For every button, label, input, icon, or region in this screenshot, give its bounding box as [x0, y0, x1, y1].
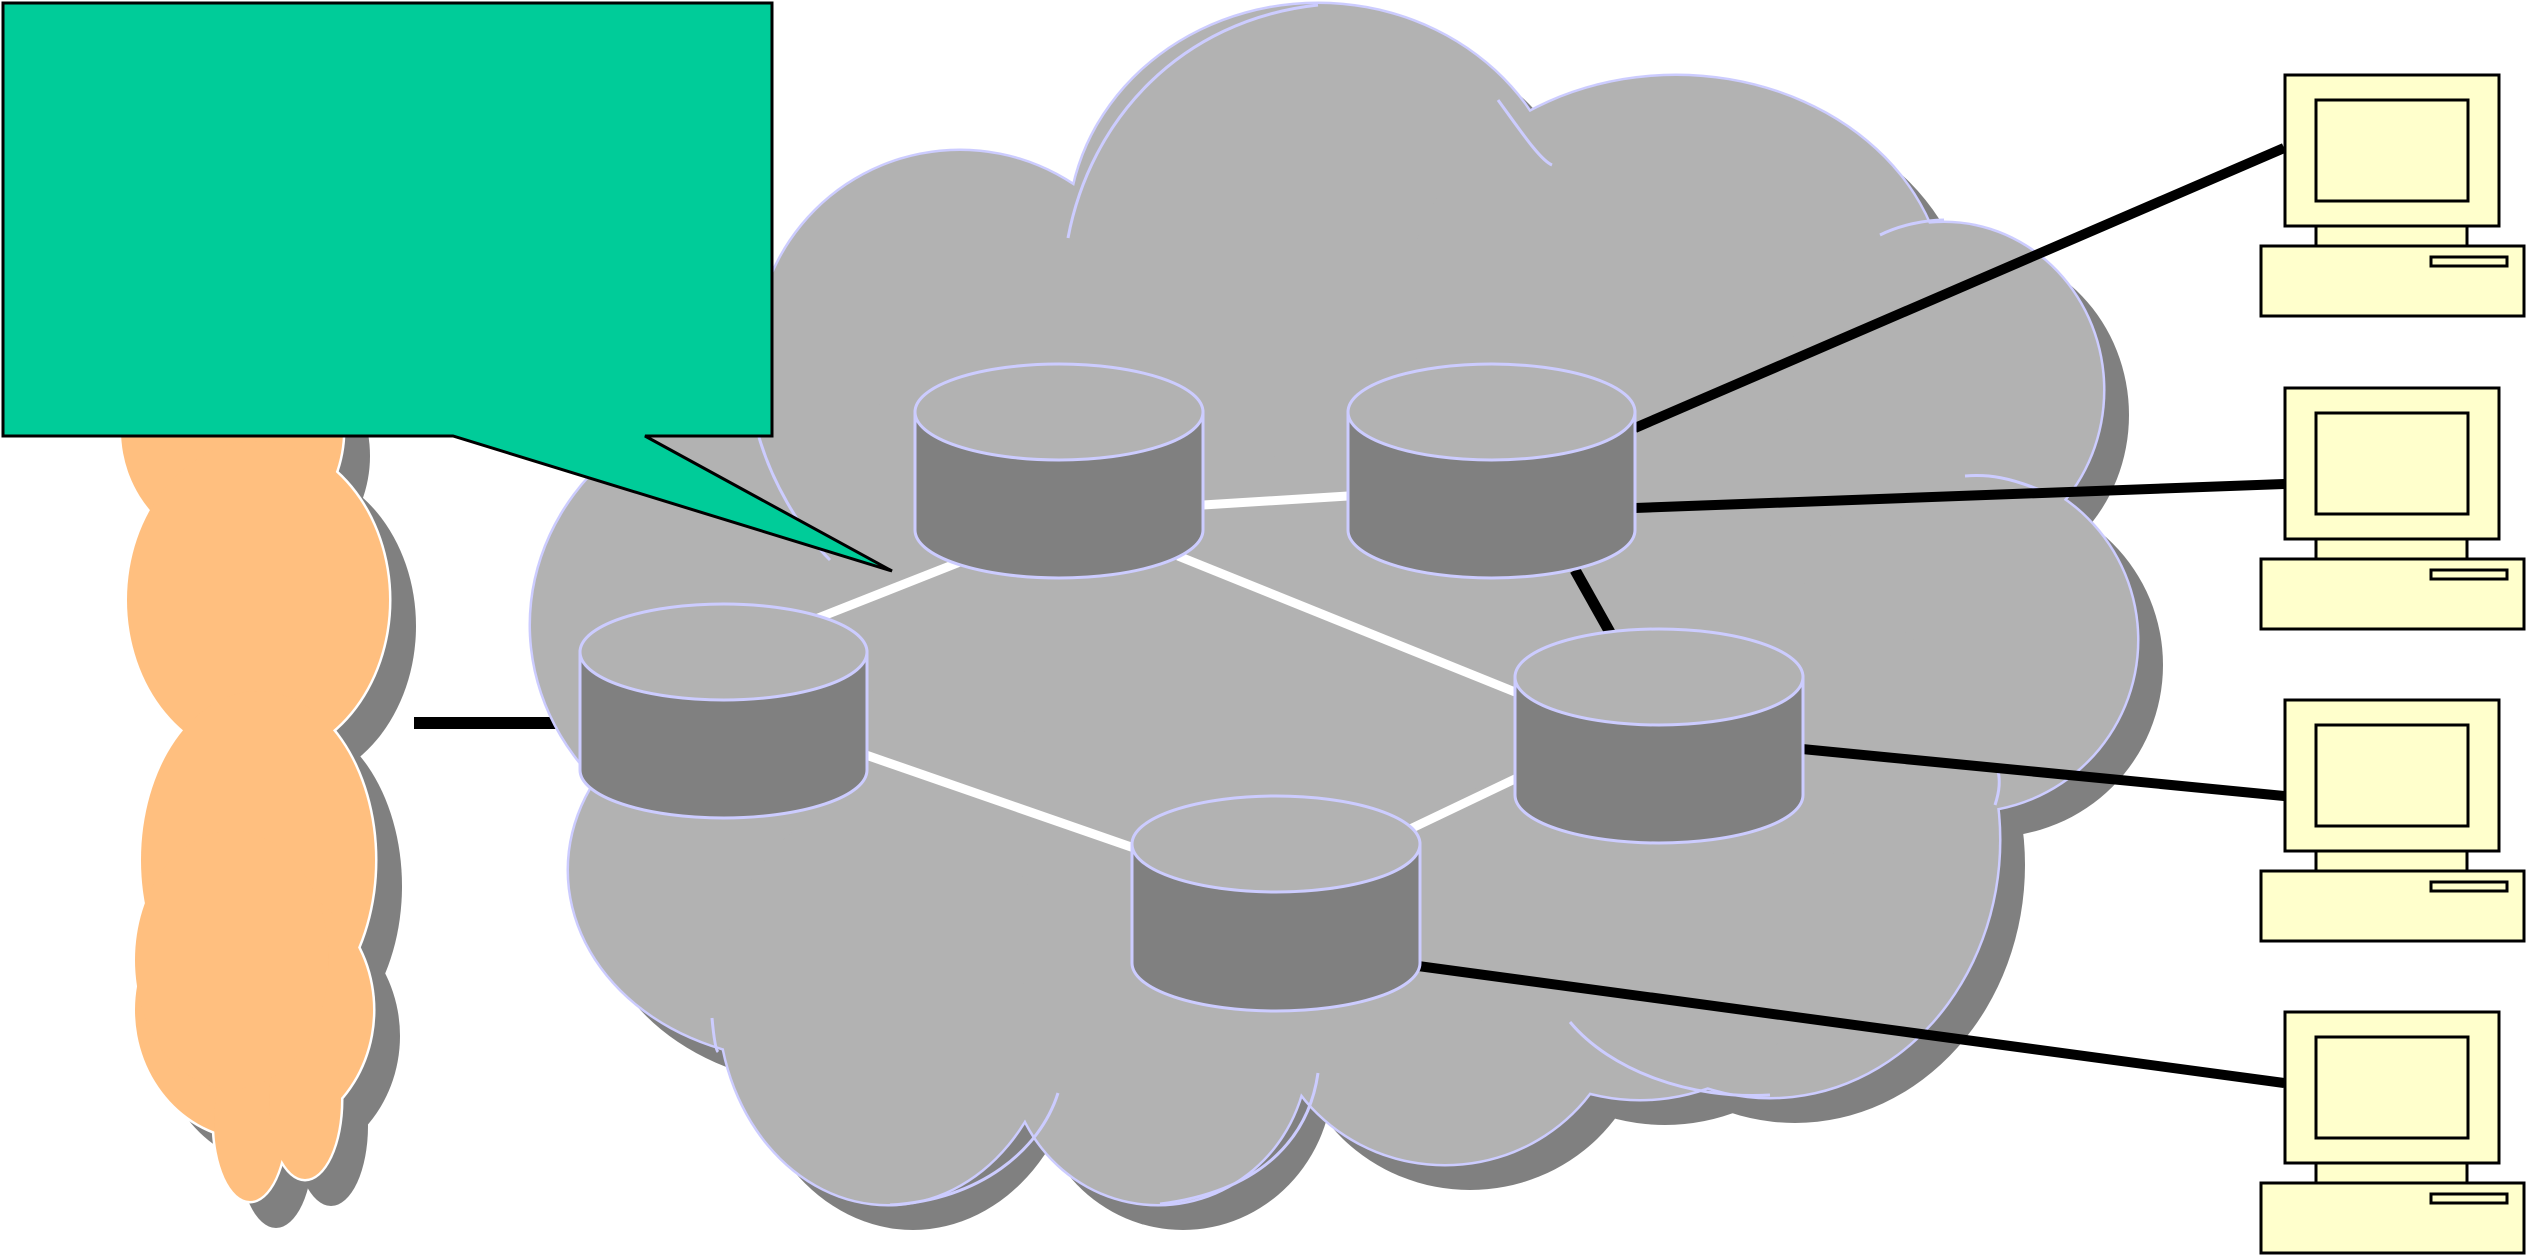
computer-2[interactable] [2259, 386, 2526, 631]
link-node-top-left-to-node-left[interactable] [816, 557, 962, 623]
cloud-arc [889, 1092, 1060, 1207]
external-cloud-fill [121, 311, 389, 1201]
link-node-bottom-to-node-right[interactable] [1406, 773, 1519, 835]
database-cylinder-icon [913, 362, 1205, 462]
disk-drive-slot-icon [2429, 880, 2509, 893]
speech-callout[interactable] [1, 1, 893, 573]
disk-drive-slot-icon [2429, 568, 2509, 581]
cloud-bump [1785, 223, 2103, 557]
computer-neck [2314, 537, 2469, 561]
cloud-bump [719, 796, 1057, 1204]
monitor-screen [2314, 98, 2470, 203]
link-node-top-left-to-node-top-right[interactable] [1202, 491, 1349, 510]
link-node-left-to-node-bottom[interactable] [864, 750, 1136, 853]
computer-4[interactable] [2259, 1010, 2526, 1255]
backbone-links [816, 491, 1519, 853]
link-node-top-left-to-node-right[interactable] [1176, 551, 1517, 697]
computer-3[interactable] [2259, 698, 2526, 943]
cloud-arc [710, 1017, 720, 1054]
database-cylinder-icon [1346, 362, 1637, 462]
monitor-screen [2314, 411, 2470, 516]
link-node-right-to-computer-3[interactable] [1801, 744, 2285, 801]
database-cylinder-icon [578, 602, 869, 702]
computer-neck [2314, 224, 2469, 248]
database-cylinder-icon [1513, 627, 1805, 727]
link-node-bottom-to-computer-4[interactable] [1417, 961, 2285, 1088]
speech-callout-shape [1, 1, 893, 573]
cloud-bump [135, 831, 329, 1089]
cloud-arc [1159, 1072, 1320, 1206]
node-top-left[interactable] [913, 362, 1205, 580]
cloud-arc [1568, 1021, 1771, 1098]
cloud-arc [1964, 474, 2041, 492]
node-left[interactable] [578, 602, 869, 820]
link-node-top-right-to-computer-1[interactable] [1633, 143, 2286, 433]
monitor-screen [2314, 1035, 2470, 1140]
computer-neck [2314, 1161, 2469, 1185]
nodes [578, 362, 1805, 1013]
disk-drive-slot-icon [2429, 255, 2509, 268]
external-cloud[interactable] [118, 308, 417, 1229]
cloud-arc [1066, 3, 1319, 239]
access-links [1417, 143, 2286, 1088]
node-bottom[interactable] [1130, 794, 1422, 1013]
cloud-arc [1879, 218, 1945, 237]
computer-neck [2314, 849, 2469, 873]
link-node-top-right-to-computer-2[interactable] [1634, 479, 2285, 513]
cloud-arc [1496, 99, 1553, 167]
disk-drive-slot-icon [2429, 1192, 2509, 1205]
computer-1[interactable] [2259, 73, 2526, 318]
computers [2259, 73, 2526, 1255]
link-node-top-right-to-node-right[interactable] [1570, 567, 1617, 639]
database-cylinder-icon [1130, 794, 1422, 894]
node-right[interactable] [1513, 627, 1805, 845]
monitor-screen [2314, 723, 2470, 828]
cloud-bump [127, 441, 389, 759]
node-top-right[interactable] [1346, 362, 1637, 580]
